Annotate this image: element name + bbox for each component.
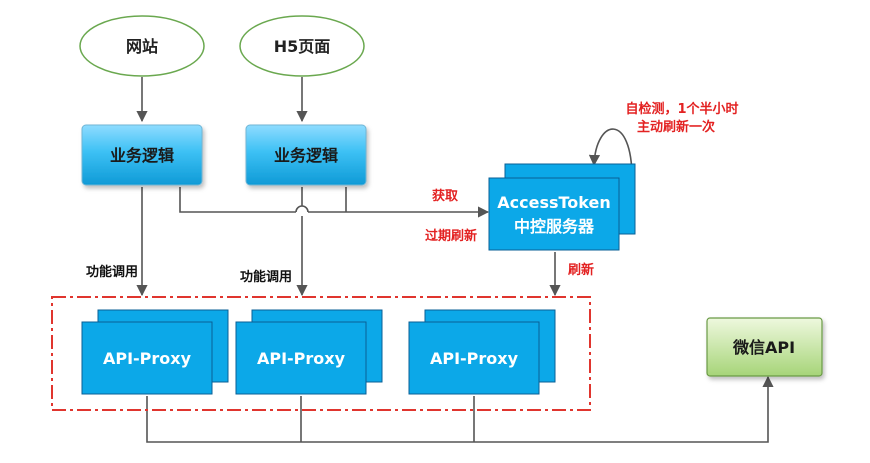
token-server-node: AccessToken 中控服务器 (488, 163, 636, 251)
website-label: 网站 (126, 37, 158, 56)
connector-self-check-loop (588, 128, 633, 179)
expired-refresh-label: 过期刷新 (425, 228, 477, 244)
biz-logic-label-1: 业务逻辑 (110, 146, 174, 165)
self-check-label-line2: 主动刷新一次 (637, 119, 715, 135)
biz-logic-label-2: 业务逻辑 (274, 146, 338, 165)
api-proxy-label-3: API-Proxy (430, 349, 519, 368)
h5-page-node: H5页面 (239, 15, 365, 77)
token-server-label-line1: AccessToken (497, 193, 610, 212)
wechat-api-node: 微信API (706, 317, 823, 377)
connectors (136, 77, 774, 443)
self-check-label-line1: 自检测，1个半小时 (625, 101, 738, 117)
biz-logic-node-2: 业务逻辑 (245, 124, 367, 186)
token-server-label-line2: 中控服务器 (514, 217, 595, 236)
api-proxy-label-1: API-Proxy (103, 349, 192, 368)
connector-hop (295, 205, 309, 213)
connector-biz1-fetch (179, 187, 296, 213)
function-call-label-1: 功能调用 (86, 264, 138, 280)
connector-bus (146, 375, 774, 443)
refresh-label: 刷新 (568, 262, 594, 278)
api-proxy-node-1: API-Proxy (81, 309, 229, 395)
wechat-api-label: 微信API (732, 338, 795, 357)
api-proxy-label-2: API-Proxy (257, 349, 346, 368)
proxy-group-frame (51, 296, 591, 411)
api-proxy-node-2: API-Proxy (235, 309, 383, 395)
function-call-label-2: 功能调用 (240, 269, 292, 285)
h5-page-label: H5页面 (274, 37, 331, 56)
website-node: 网站 (79, 15, 205, 77)
biz-logic-node-1: 业务逻辑 (81, 124, 203, 186)
fetch-label: 获取 (432, 188, 459, 204)
api-proxy-node-3: API-Proxy (408, 309, 556, 395)
